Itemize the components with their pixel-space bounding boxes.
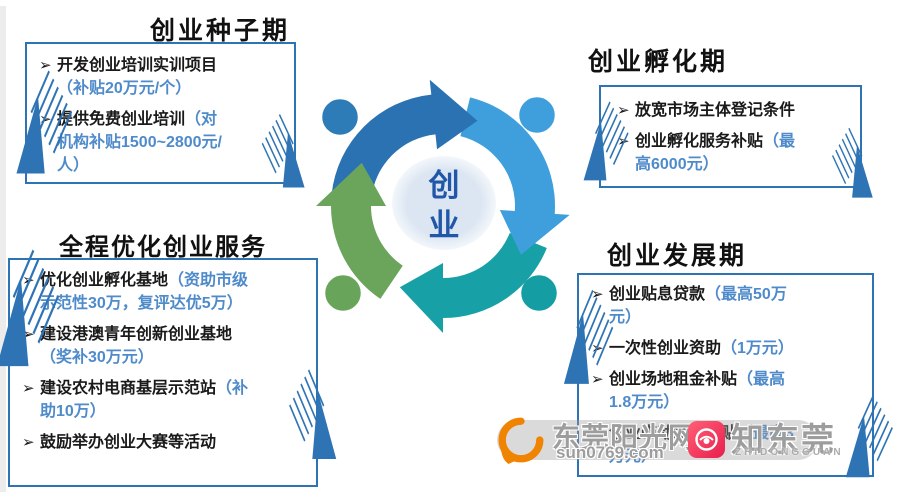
person-head-icon [518,272,560,314]
cycle-hub [392,156,496,250]
light-blue-arrow [460,97,570,255]
item-text: 建设港澳青年创新创业基地 [40,326,233,343]
person-head-icon [322,272,364,314]
list-item: ➢ 建设港澳青年创新创业基地（奖补30万元） [22,323,312,369]
panel-title-service-optimization: 全程优化创业服务 [59,234,267,261]
list-item: ➢ 创业场地租金补贴（最高1.8万元） [591,368,868,414]
item-text: 放宽市场主体登记条件 [635,102,796,119]
item-text: 开发创业培训实训项目 [57,57,218,74]
dark-blue-arrow [331,79,478,199]
list-item: ➢ 创业贴息贷款（最高50万元） [591,283,868,329]
list-item: ➢ 一次性创业资助（1万元） [591,337,868,360]
bullet-arrow-icon: ➢ [591,425,604,442]
teal-arrow [399,232,547,333]
hatched-flag-icon [0,248,60,368]
item-text: 创业贴息贷款 [609,286,706,303]
list-item: ➢ 放宽市场主体登记条件 [617,99,856,122]
hatched-flag-icon [288,368,338,461]
entrepreneurship-cycle-diagram: 创 业 [316,79,570,333]
item-subsidy-text: （补贴20万元/个） [57,80,192,97]
item-text: 建设农村电商基层示范站 [40,380,217,397]
list-item: ➢ 鼓励举办创业大赛等活动 [22,431,312,454]
item-text: 创业场地租金补贴 [609,371,738,388]
panel-title-incubation-stage: 创业孵化期 [588,48,729,76]
item-subsidy-text: （最高6000元） [635,133,796,173]
item-subsidy-text: （对机构补贴1500~2800元/人） [57,111,222,174]
item-subsidy-text: （最高3万元） [609,425,794,465]
item-text: 创业孵化服务补贴 [635,133,764,150]
list-item: ➢ 创业孵化服务补贴（最高6000元） [617,130,856,176]
bullet-arrow-icon: ➢ [591,371,604,388]
item-subsidy-text: （补助10万） [40,380,249,420]
left-edge-divider [0,6,6,492]
item-text: 鼓励举办创业大赛等活动 [40,434,217,451]
panel-incubation-stage: ➢ 放宽市场主体登记条件 ➢ 创业孵化服务补贴（最高6000元） [599,85,862,188]
hatched-flag-icon [261,113,306,189]
item-subsidy-text: （1万元） [721,340,794,357]
list-item: ➢ 创业带动就业补贴（最高3万元） [591,422,868,468]
hatched-flag-icon [582,100,630,182]
panel-title-seed-stage: 创业种子期 [150,17,291,45]
list-item: ➢ 提供免费创业培训（对机构补贴1500~2800元/人） [39,108,290,177]
item-subsidy-text: （最高50万元） [609,286,787,326]
panel-title-development-stage: 创业发展期 [607,242,748,270]
item-text: 提供免费创业培训 [57,111,186,128]
list-item: ➢ 建设农村电商基层示范站（补助10万） [22,377,312,423]
list-item: ➢ 开发创业培训实训项目 （补贴20万元/个） [39,54,290,100]
item-text: 创业带动就业补贴 [609,425,738,442]
hatched-flag-icon [844,394,894,479]
bullet-arrow-icon: ➢ [22,380,35,397]
green-arrow [316,162,403,299]
panel-seed-stage: ➢ 开发创业培训实训项目 （补贴20万元/个） ➢ 提供免费创业培训（对机构补贴1… [25,42,296,184]
panel-service-optimization: ➢ 优化创业孵化基地（资助市级示范性30万，复评达优5万） ➢ 建设港澳青年创新… [8,258,318,487]
hatched-flag-icon [15,69,73,175]
cycle-center-label-line2: 业 [429,208,460,243]
item-subsidy-text: （最高1.8万元） [609,371,786,411]
item-subsidy-text: （奖补30万元） [40,349,154,366]
sun0769-logo-icon [498,417,544,464]
person-head-icon [516,94,558,136]
item-subsidy-text: （资助市级示范性30万，复评达优5万） [40,272,249,312]
list-item: ➢ 优化创业孵化基地（资助市级示范性30万，复评达优5万） [22,269,312,315]
bullet-arrow-icon: ➢ [22,434,35,451]
panel-development-stage: ➢ 创业贴息贷款（最高50万元） ➢ 一次性创业资助（1万元） ➢ 创业场地租金… [577,273,874,477]
item-text: 优化创业孵化基地 [40,272,169,289]
bullet-arrow-icon: ➢ [39,57,52,74]
bullet-arrow-icon: ➢ [617,102,630,119]
cycle-center-label-line1: 创 [428,168,460,203]
bullet-arrow-icon: ➢ [591,286,604,303]
item-text: 一次性创业资助 [609,340,722,357]
hatched-flag-icon [831,127,874,199]
person-head-icon [319,96,361,138]
cycle-arrows [316,79,570,333]
hatched-flag-icon [562,289,614,386]
